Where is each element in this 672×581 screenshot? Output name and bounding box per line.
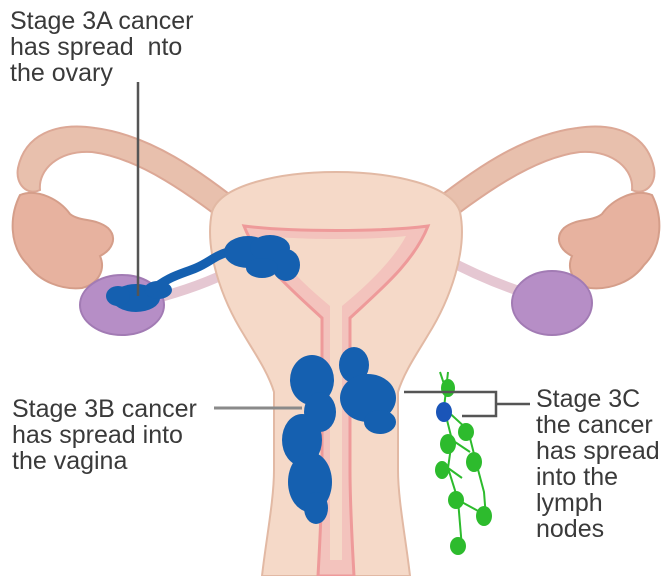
stage-3c-label: Stage 3C the cancer has spread into the … <box>536 386 660 542</box>
leader-bracket-3c <box>404 392 530 416</box>
stage-3b-label: Stage 3B cancer has spread into the vagi… <box>12 396 197 474</box>
left-fimbriae <box>13 193 113 288</box>
lymph-node-affected <box>436 402 452 422</box>
lymph-node-chain <box>435 372 492 555</box>
right-fimbriae <box>559 193 659 288</box>
stage-3a-label: Stage 3A cancer has spread nto the ovary <box>10 8 193 86</box>
right-ovary <box>512 271 592 335</box>
